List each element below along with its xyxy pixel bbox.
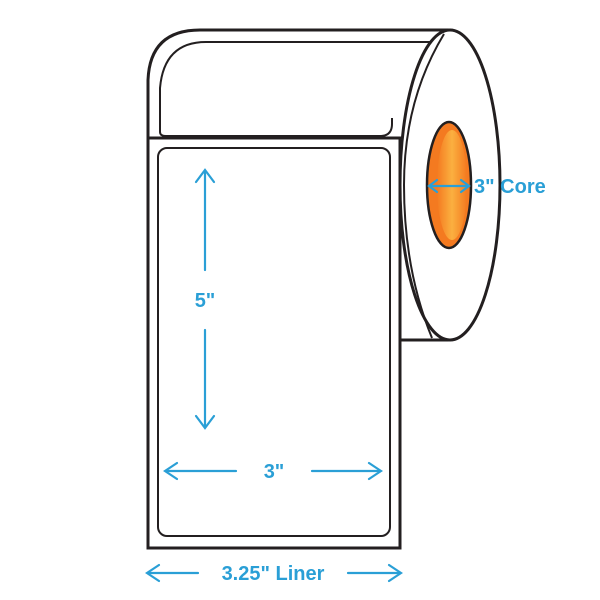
width-label: 3" <box>264 461 285 483</box>
liner-arrow-right-head <box>387 563 403 583</box>
roll-top-label-edge <box>159 41 430 132</box>
liner-label: 3.25" Liner <box>222 563 325 585</box>
height-dimension <box>194 168 216 430</box>
core-dimension <box>427 178 471 194</box>
roll-top-label-corner <box>159 118 393 137</box>
width-arrow-left-head <box>163 461 179 481</box>
core-arrow-left-head <box>427 178 439 194</box>
label <box>157 147 391 537</box>
height-label: 5" <box>195 290 216 312</box>
liner-dimension <box>145 563 403 583</box>
core-arrow-right-head <box>459 178 471 194</box>
roll-inner-ring <box>402 33 445 339</box>
height-arrow-top-head <box>194 168 216 184</box>
roll-body <box>146 28 502 550</box>
height-arrow-bottom-head <box>194 414 216 430</box>
width-arrow-right-head <box>367 461 383 481</box>
width-dimension <box>163 461 383 481</box>
core-label: 3" Core <box>474 176 546 198</box>
liner-arrow-left-head <box>145 563 161 583</box>
